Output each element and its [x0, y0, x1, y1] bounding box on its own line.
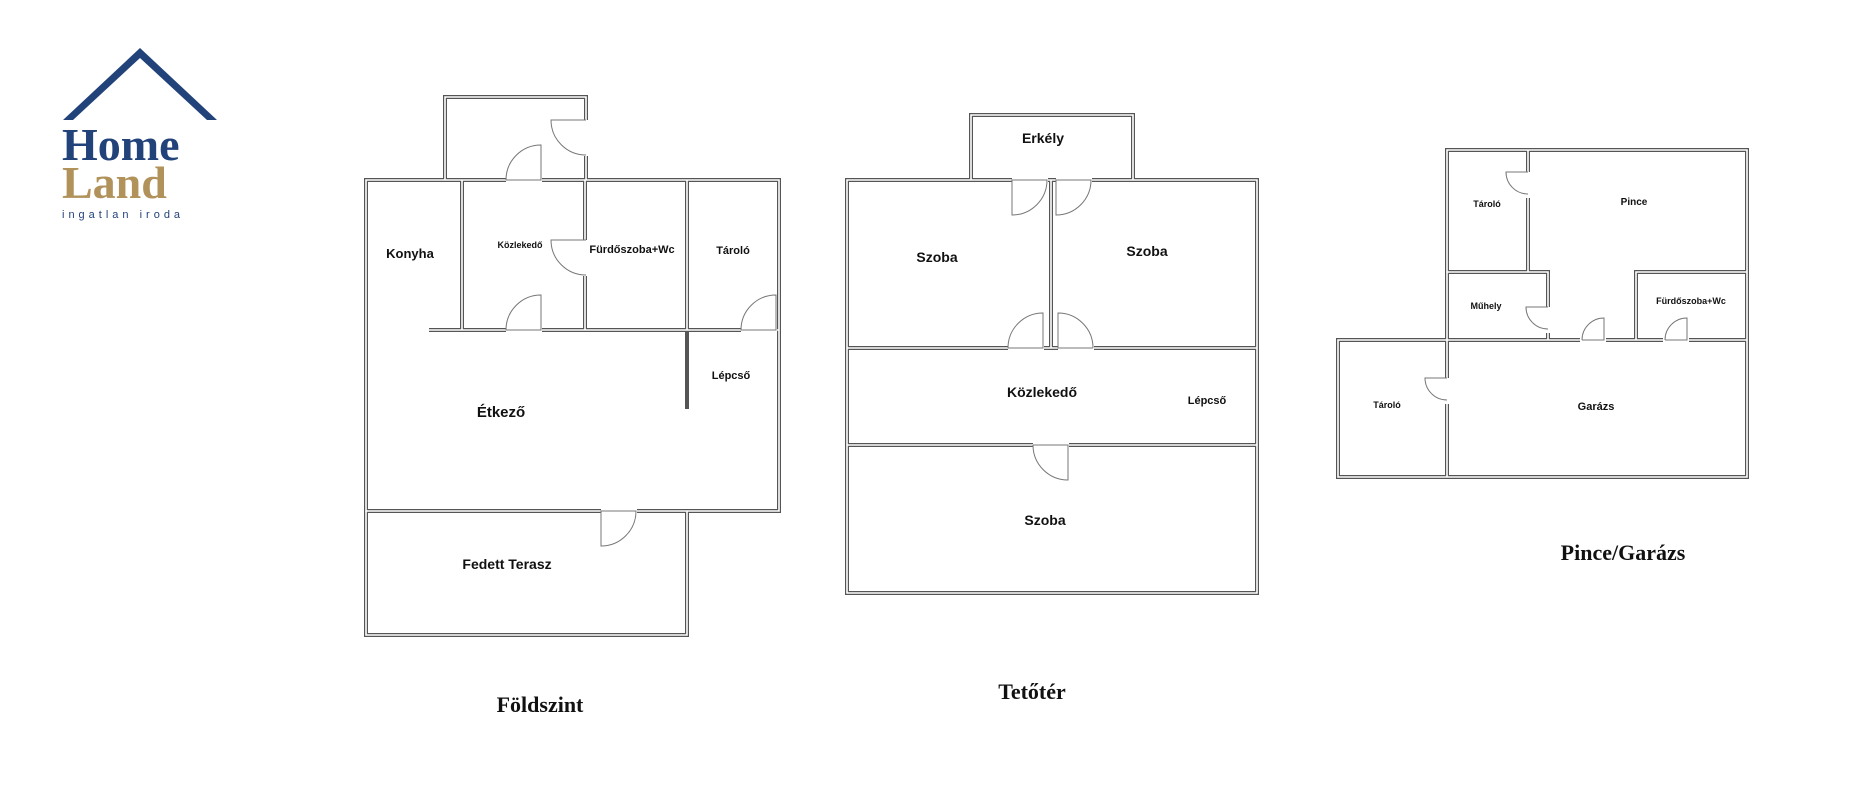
- floor-title-tetoter: Tetőtér: [998, 679, 1066, 704]
- ground-floor-plan: Konyha Közlekedő Fürdőszoba+Wc Tároló Lé…: [364, 95, 781, 717]
- room-label-konyha: Konyha: [386, 246, 434, 261]
- ground-floor-doors: [505, 119, 777, 547]
- room-label-furdoszoba: Fürdőszoba+Wc: [589, 244, 674, 256]
- room-label-kozlekedo: Közlekedő: [497, 240, 543, 250]
- floor-title-foldszint: Földszint: [497, 692, 584, 717]
- room-label-szoba-3: Szoba: [1024, 512, 1065, 528]
- room-label-tarolo: Tároló: [716, 245, 750, 257]
- room-label-tarolo-2: Tároló: [1373, 400, 1401, 410]
- attic-floor-walls: [845, 113, 1259, 595]
- attic-floor-plan: Erkély Szoba Szoba Közlekedő Lépcső Szob…: [845, 113, 1259, 704]
- roof-icon: [63, 48, 217, 120]
- room-label-tarolo-1: Tároló: [1473, 199, 1501, 209]
- room-label-furdoszoba: Fürdőszoba+Wc: [1656, 296, 1726, 306]
- room-label-etkezo: Étkező: [477, 404, 525, 421]
- room-label-terasz: Fedett Terasz: [462, 556, 551, 572]
- floor-title-pince-garazs: Pince/Garázs: [1561, 540, 1686, 565]
- room-label-garazs: Garázs: [1578, 401, 1615, 413]
- basement-floor-doors: [1424, 171, 1689, 404]
- room-label-szoba-1: Szoba: [916, 249, 957, 265]
- room-label-pince: Pince: [1621, 197, 1648, 208]
- homeland-logo: Home Land ingatlan iroda: [62, 48, 217, 221]
- room-label-lepcso: Lépcső: [712, 370, 751, 382]
- logo-word-land: Land: [62, 157, 167, 208]
- basement-floor-plan: Tároló Pince Műhely Fürdőszoba+Wc Tároló…: [1336, 148, 1749, 565]
- basement-floor-walls: [1336, 148, 1749, 479]
- attic-floor-doors: [1007, 176, 1094, 481]
- room-label-kozlekedo: Közlekedő: [1007, 384, 1077, 400]
- room-label-szoba-2: Szoba: [1126, 243, 1167, 259]
- room-label-erkely: Erkély: [1022, 130, 1064, 146]
- room-label-muhely: Műhely: [1470, 301, 1501, 311]
- logo-tagline: ingatlan iroda: [62, 209, 184, 221]
- ground-floor-walls: [364, 95, 781, 637]
- room-label-lepcso: Lépcső: [1188, 395, 1227, 407]
- logo-word-home: Home: [62, 119, 180, 170]
